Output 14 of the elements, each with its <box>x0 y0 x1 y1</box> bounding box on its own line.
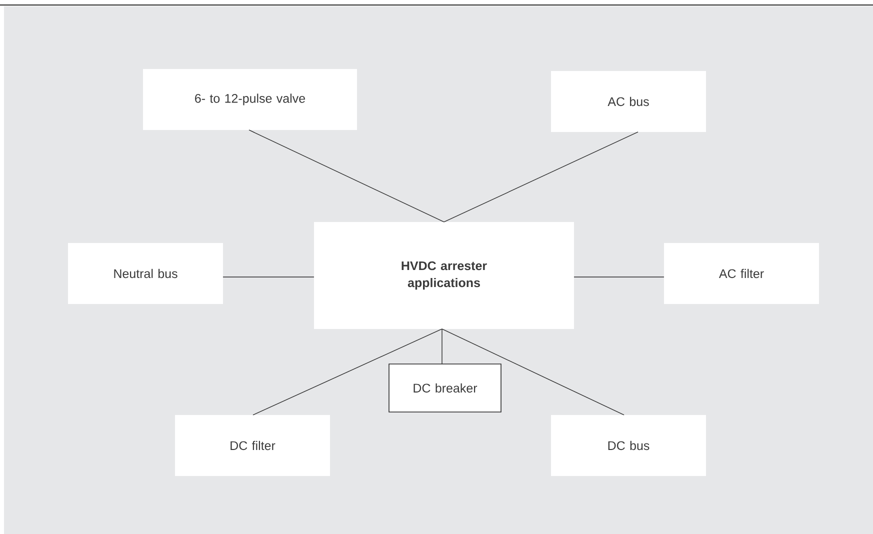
process-box: Neutral bus <box>68 242 223 304</box>
process-box: 6- to 12-pulse valve <box>143 68 357 130</box>
process-box: HVDC arrester applications <box>314 222 574 329</box>
component-box: DC breaker <box>388 364 502 412</box>
connector-line <box>222 276 314 278</box>
connector-line <box>252 328 442 416</box>
connector-line <box>248 130 444 222</box>
connector-line <box>444 132 638 222</box>
process-box: DC filter <box>175 414 330 476</box>
process-box: AC filter <box>664 242 819 304</box>
connector-line <box>442 328 624 416</box>
process-box: AC bus <box>551 70 706 132</box>
process-box: DC bus <box>551 414 706 476</box>
connector-line <box>574 276 664 278</box>
